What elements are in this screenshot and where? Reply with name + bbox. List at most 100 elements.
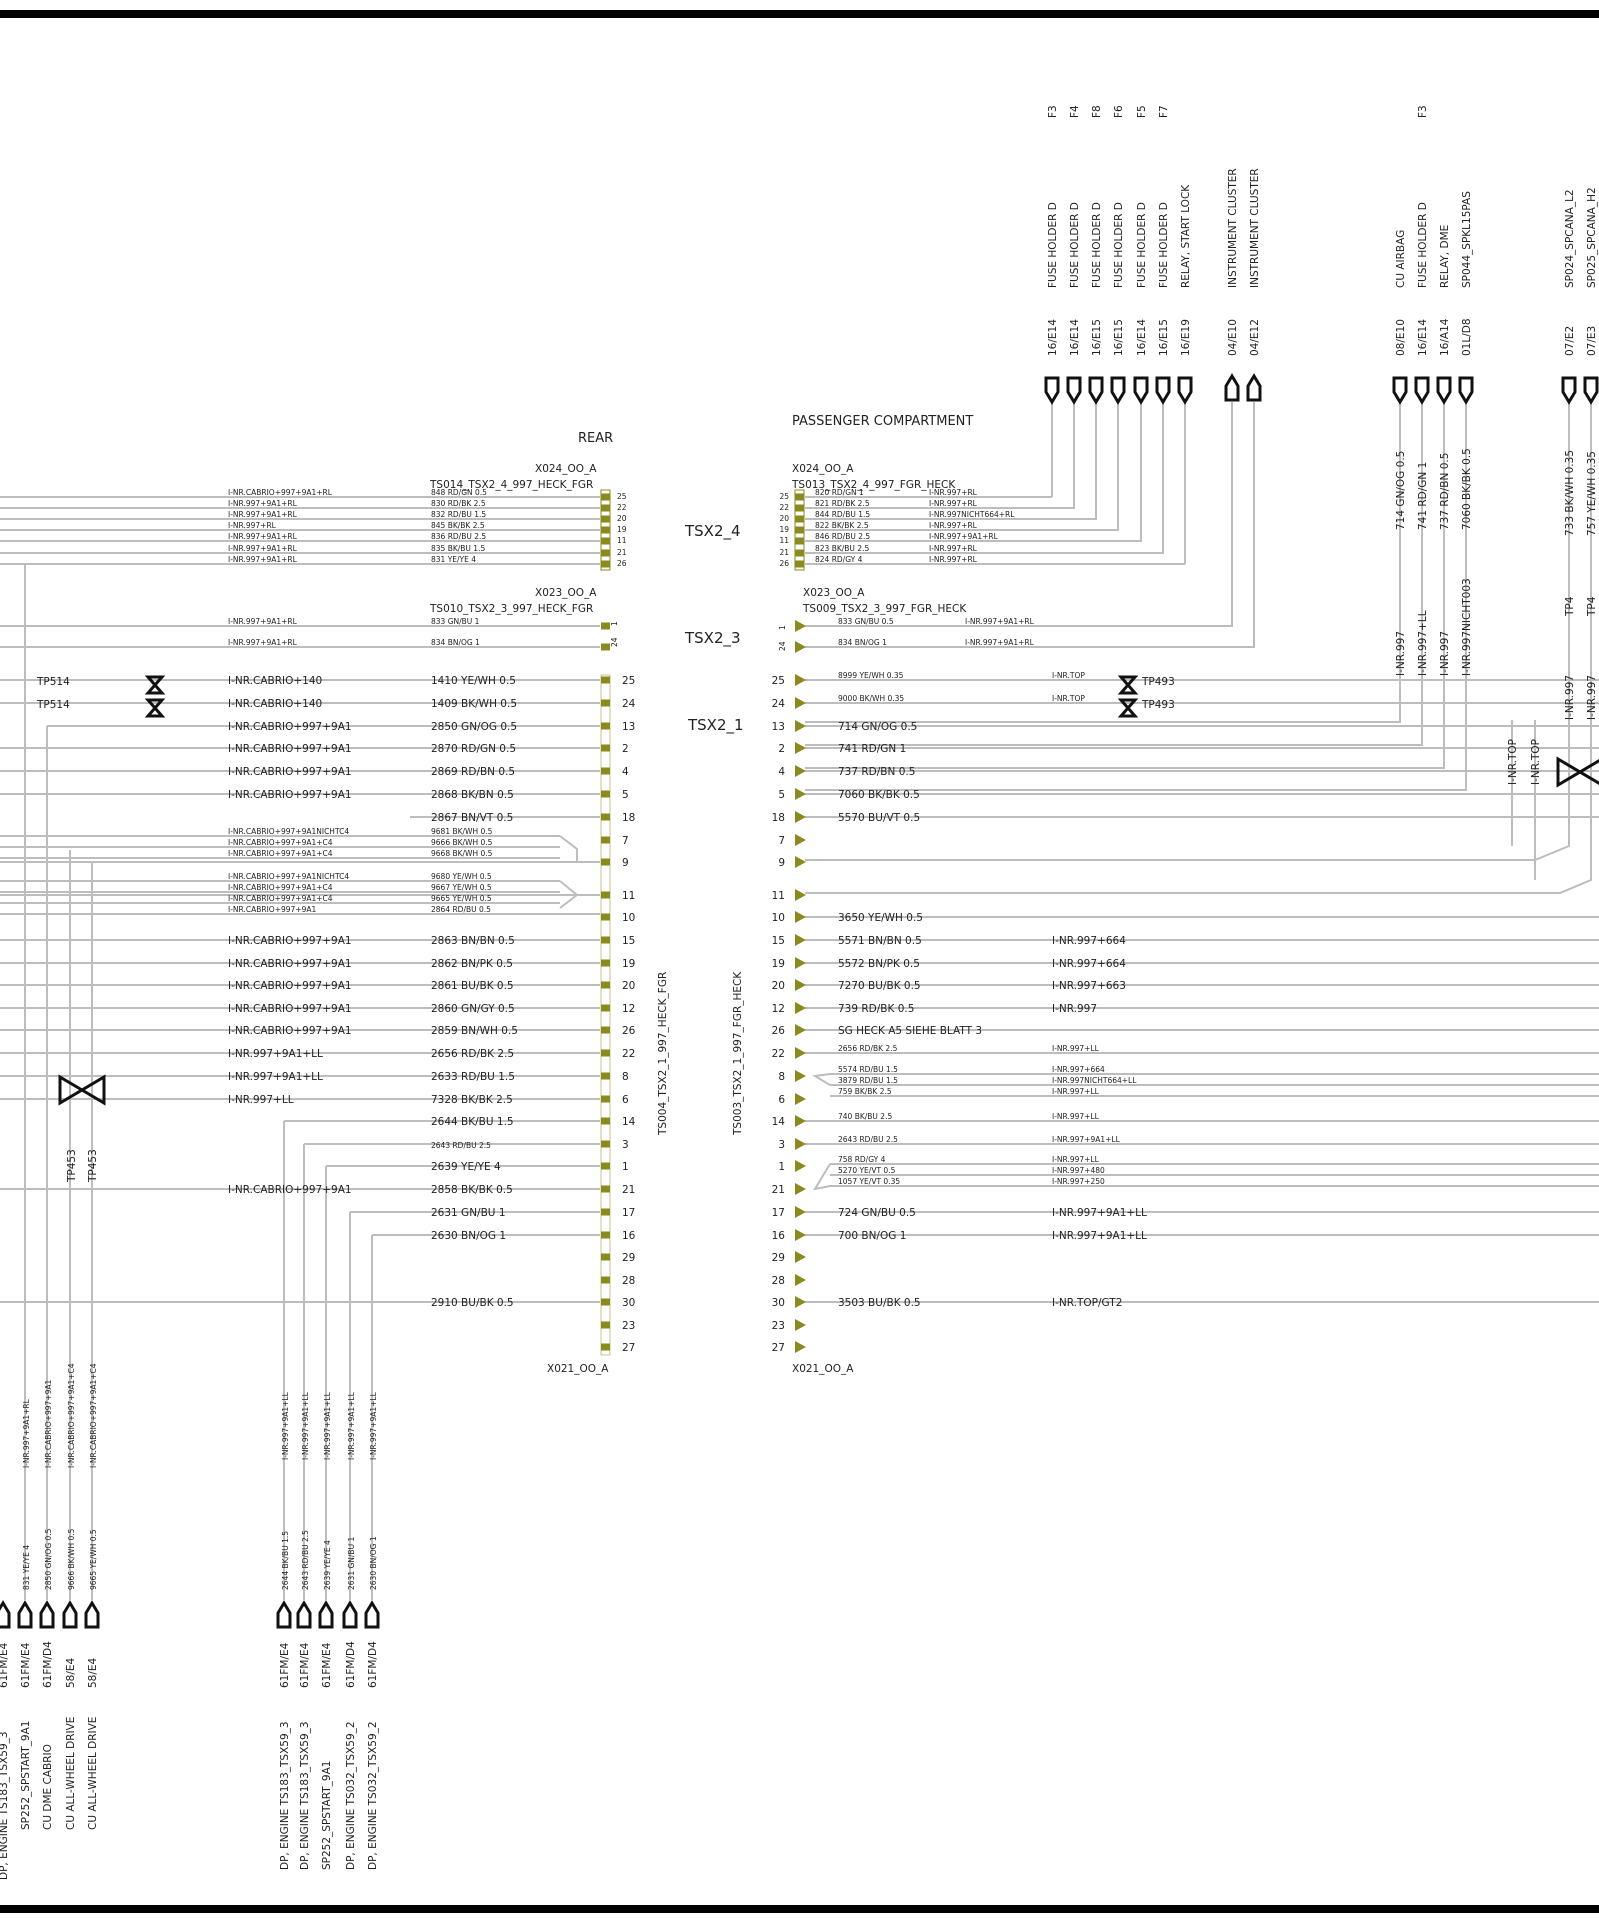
wire-label: 835 BK/BU 1.5 xyxy=(431,544,485,553)
tsx2-3-label: TSX2_3 xyxy=(684,629,741,648)
wire-label: 820 RD/GN 1 xyxy=(815,488,864,497)
option-code: I-NR.997+RL xyxy=(929,488,978,497)
pin-number: 20 xyxy=(617,514,627,523)
connector-up-icon xyxy=(62,1600,78,1629)
component-label: SP025_SPCANA_H2 xyxy=(1586,187,1598,288)
connector-pin xyxy=(795,979,806,991)
connector-pin xyxy=(601,1253,610,1261)
sheet-reference: 58/E4 xyxy=(87,1657,99,1688)
pin-number: 14 xyxy=(772,1116,786,1128)
option-code: I-NR.CABRIO+997+9A1 xyxy=(228,905,316,914)
tp453-label-a: TP453 xyxy=(66,1149,78,1183)
option-code: I-NR.CABRIO+997+9A1 xyxy=(228,721,352,733)
option-code: I-NR.CABRIO+140 xyxy=(228,698,322,710)
option-code: I-NR.997 xyxy=(1395,631,1407,676)
connector-pin xyxy=(601,1004,610,1012)
wire-label: 833 GN/BU 0.5 xyxy=(838,617,894,626)
wire-label: 830 RD/BK 2.5 xyxy=(431,499,486,508)
pin-number: 26 xyxy=(622,1025,636,1037)
option-code: I-NR.997NICHT664+LL xyxy=(1052,1076,1137,1085)
pin-number: 22 xyxy=(772,1048,785,1060)
connector-up-icon xyxy=(1246,373,1262,402)
wire-label: 9665 YE/WH 0.5 xyxy=(89,1529,98,1590)
wire-label: 759 BK/BK 2.5 xyxy=(838,1087,892,1096)
pin-number: 5 xyxy=(778,789,785,801)
wire-label: 2644 BK/BU 1.5 xyxy=(431,1116,514,1128)
pin-number: 24 xyxy=(622,698,636,710)
sheet-reference: 07/E2 xyxy=(1564,326,1576,356)
connector-pin xyxy=(795,1002,806,1014)
connector-down-icon xyxy=(1414,376,1430,405)
wire-label: 821 RD/BK 2.5 xyxy=(815,499,870,508)
connector-pin xyxy=(795,1024,806,1036)
pin-number: 14 xyxy=(622,1116,636,1128)
pin-number: 24 xyxy=(778,641,787,651)
option-code: I-NR.CABRIO+997+9A1 xyxy=(228,789,352,801)
wire-label: 844 RD/BU 1.5 xyxy=(815,510,870,519)
connector-pin xyxy=(795,788,806,800)
pin-number: 21 xyxy=(617,548,627,557)
option-code: I-NR.997+LL xyxy=(228,1094,294,1106)
component-label: DP, ENGINE TS183_TSX59_3 xyxy=(299,1721,311,1870)
connector-down-icon xyxy=(1392,376,1408,405)
option-code: I-NR.997+9A1+RL xyxy=(965,617,1035,626)
option-code: I-NR.997+9A1+RL xyxy=(228,510,298,519)
wire-label: 5571 BN/BN 0.5 xyxy=(838,935,922,947)
wire-label: 2858 BK/BK 0.5 xyxy=(431,1184,513,1196)
wire-label: 2631 GN/BU 1 xyxy=(347,1537,356,1590)
connector-down-icon xyxy=(1583,376,1599,405)
wire-label: 740 BK/BU 2.5 xyxy=(838,1112,892,1121)
pin-number: 17 xyxy=(772,1207,785,1219)
connector-up-icon xyxy=(318,1600,334,1629)
wire-label: 8999 YE/WH 0.35 xyxy=(838,671,904,680)
connector-pin xyxy=(795,620,806,632)
option-code: I-NR.997+LL xyxy=(1052,1044,1100,1053)
option-code: I-NR.997+9A1+LL xyxy=(1052,1230,1147,1242)
connector-pin xyxy=(795,641,806,653)
wire-label: 846 RD/BU 2.5 xyxy=(815,532,870,541)
pin-number: 16 xyxy=(772,1230,786,1242)
wire xyxy=(805,402,1467,791)
pin-number: 9 xyxy=(622,857,629,869)
connector-pin xyxy=(601,560,610,568)
connector-pin xyxy=(601,858,610,866)
sheet-reference: 16/E15 xyxy=(1091,319,1103,356)
wire-label: 3650 YE/WH 0.5 xyxy=(838,912,923,924)
wire-label: 2643 RD/BU 2.5 xyxy=(431,1141,491,1150)
option-code: I-NR.997+9A1+LL xyxy=(281,1391,290,1460)
option-code: I-NR.997+LL xyxy=(1052,1155,1100,1164)
fuse-label: F8 xyxy=(1091,105,1103,118)
pin-number: 13 xyxy=(772,721,785,733)
option-code: I-NR.997+9A1+RL xyxy=(228,555,298,564)
option-code: I-NR.CABRIO+997+9A1 xyxy=(228,766,352,778)
pin-number: 13 xyxy=(622,721,635,733)
wire-label: 2870 RD/GN 0.5 xyxy=(431,743,516,755)
wire-label: 7328 BK/BK 2.5 xyxy=(431,1094,513,1106)
twisted-pair-icon xyxy=(1117,675,1139,718)
wire xyxy=(559,835,578,862)
rear-x023-label: X023_OO_A xyxy=(535,587,597,599)
connector-pin xyxy=(795,1115,806,1127)
pin-number: 5 xyxy=(622,789,629,801)
pin-number: 20 xyxy=(779,514,789,523)
connector-pin xyxy=(601,515,610,523)
pass-x023-label: X023_OO_A xyxy=(803,587,865,599)
sheet-reference: 04/E12 xyxy=(1249,319,1261,356)
component-label: FUSE HOLDER D xyxy=(1091,202,1103,288)
option-code: I-NR.CABRIO+997+9A1 xyxy=(228,1184,352,1196)
component-label: DP, ENGINE TS183_TSX59_3 xyxy=(0,1731,10,1880)
connector-pin xyxy=(601,1298,610,1306)
pin-number: 15 xyxy=(622,935,635,947)
connector-pin xyxy=(601,1162,610,1170)
connector-down-icon xyxy=(1155,376,1171,405)
connector-pin xyxy=(601,891,610,899)
connector-pin xyxy=(795,537,804,545)
option-code: I-NR.997+9A1+RL xyxy=(228,499,298,508)
wire-label: 3879 RD/BU 1.5 xyxy=(838,1076,898,1085)
wire-label: 5574 RD/BU 1.5 xyxy=(838,1065,898,1074)
pin-number: 4 xyxy=(622,766,629,778)
pin-number: 27 xyxy=(622,1342,635,1354)
option-code: I-NR.997+9A1+LL xyxy=(1052,1135,1121,1144)
option-code: I-NR.997+9A1+RL xyxy=(228,532,298,541)
sheet-reference: 61FM/D4 xyxy=(367,1641,379,1688)
